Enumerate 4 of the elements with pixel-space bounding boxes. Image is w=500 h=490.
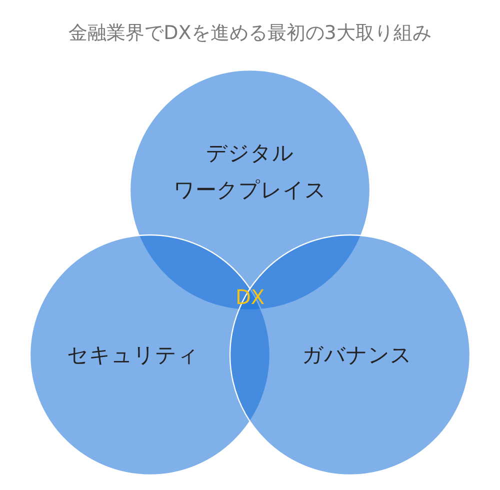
circle-label: デジタルワークプレイス (172, 140, 328, 204)
title: 金融業界でDXを進める最初の3大取り組み (68, 21, 432, 46)
circle-label: セキュリティ (66, 342, 200, 368)
circle-label: ガバナンス (301, 342, 413, 368)
